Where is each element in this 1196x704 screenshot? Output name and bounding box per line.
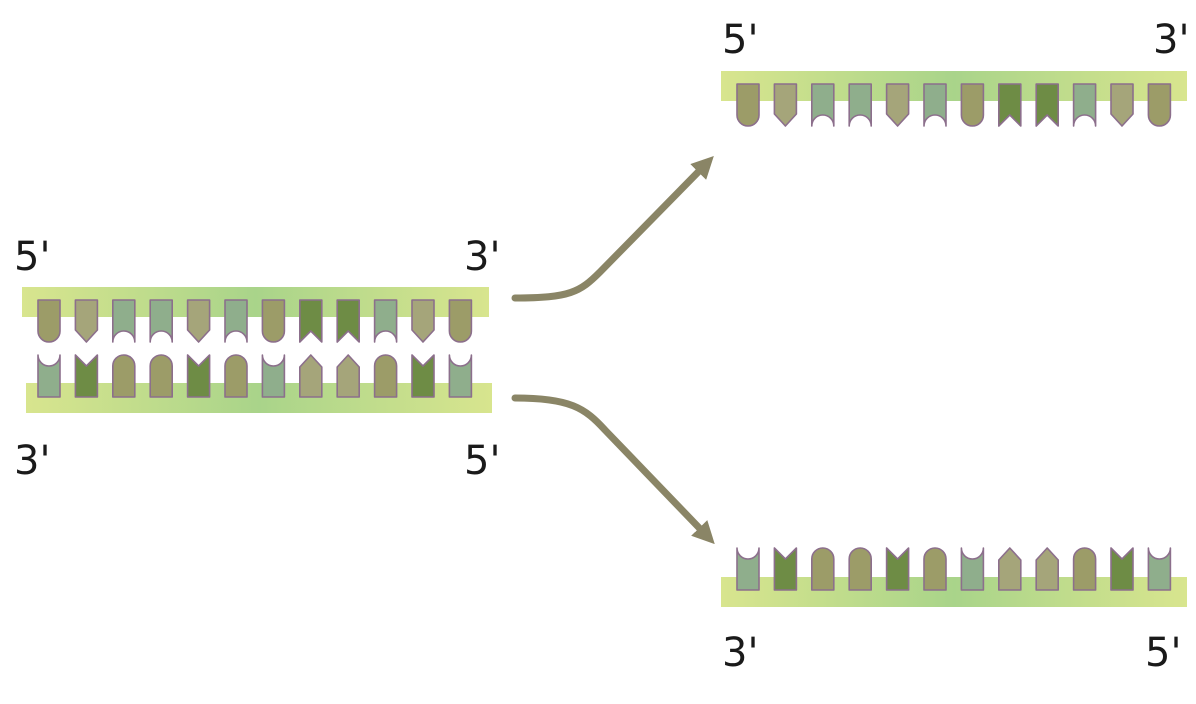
upper-base-v-notch-base-icon: [1035, 83, 1059, 127]
original-top-base-pointed-base-icon: [411, 299, 435, 343]
original-bottom-base-rounded-base-icon: [112, 354, 136, 398]
lower-base-v-notch-base-icon: [1110, 547, 1134, 591]
lower-base-rounded-base-icon: [1072, 547, 1097, 591]
original-top-base-pointed-base-icon: [74, 299, 99, 343]
original-top-base-arched-notch-base-icon: [149, 299, 173, 343]
original-bottom-base-rounded-base-icon: [224, 354, 248, 398]
upper-base-rounded-base-icon: [736, 83, 760, 127]
label-lower-5prime: 5': [1145, 630, 1181, 676]
upper-base-arched-notch-base-icon: [811, 83, 835, 127]
label-original-bottom-3prime: 3': [14, 438, 50, 484]
lower-base-arched-notch-base-icon: [960, 547, 985, 591]
upper-base-arched-notch-base-icon: [848, 83, 872, 127]
label-original-bottom-5prime: 5': [464, 438, 500, 484]
label-original-top-5prime: 5': [14, 234, 50, 280]
original-top-base-rounded-base-icon: [448, 299, 473, 343]
upper-base-v-notch-base-icon: [998, 83, 1022, 127]
upper-base-arched-notch-base-icon: [1072, 83, 1097, 127]
original-top-base-v-notch-base-icon: [336, 299, 360, 343]
original-top-base-v-notch-base-icon: [299, 299, 323, 343]
label-upper-3prime: 3': [1153, 17, 1189, 63]
original-bottom-base-pointed-base-icon: [336, 354, 360, 398]
lower-base-rounded-base-icon: [848, 547, 872, 591]
upper-base-rounded-base-icon: [1147, 83, 1172, 127]
upper-base-pointed-base-icon: [885, 83, 910, 127]
lower-base-v-notch-base-icon: [773, 547, 798, 591]
lower-base-rounded-base-icon: [811, 547, 835, 591]
original-bottom-base-rounded-base-icon: [373, 354, 398, 398]
lower-base-pointed-base-icon: [1035, 547, 1059, 591]
lower-single-strand: [721, 547, 1187, 607]
original-bottom-base-v-notch-base-icon: [411, 354, 435, 398]
original-bottom-base-arched-notch-base-icon: [261, 354, 286, 398]
original-bottom-base-rounded-base-icon: [149, 354, 173, 398]
original-top-base-pointed-base-icon: [186, 299, 211, 343]
lower-base-v-notch-base-icon: [885, 547, 910, 591]
original-top-base-rounded-base-icon: [37, 299, 61, 343]
original-bottom-base-pointed-base-icon: [299, 354, 323, 398]
upper-single-strand: [721, 71, 1187, 127]
original-bottom-base-arched-notch-base-icon: [37, 354, 61, 398]
label-lower-3prime: 3': [722, 630, 758, 676]
lower-arrow: [511, 394, 715, 545]
upper-base-arched-notch-base-icon: [923, 83, 947, 127]
original-top-base-arched-notch-base-icon: [373, 299, 398, 343]
original-top-base-arched-notch-base-icon: [224, 299, 248, 343]
original-top-backbone: [22, 287, 489, 317]
original-bottom-base-v-notch-base-icon: [74, 354, 99, 398]
upper-arrow: [511, 156, 714, 302]
upper-bases: [736, 83, 1172, 127]
upper-base-pointed-base-icon: [1110, 83, 1134, 127]
label-original-top-3prime: 3': [464, 234, 500, 280]
lower-base-rounded-base-icon: [923, 547, 947, 591]
lower-backbone: [721, 577, 1187, 607]
original-top-bases: [37, 299, 473, 343]
lower-base-arched-notch-base-icon: [736, 547, 760, 591]
upper-backbone: [721, 71, 1187, 101]
lower-base-pointed-base-icon: [998, 547, 1022, 591]
lower-bases: [736, 547, 1172, 591]
original-top-base-rounded-base-icon: [261, 299, 286, 343]
label-upper-5prime: 5': [722, 17, 758, 63]
upper-base-rounded-base-icon: [960, 83, 985, 127]
lower-base-arched-notch-base-icon: [1147, 547, 1172, 591]
original-top-base-arched-notch-base-icon: [112, 299, 136, 343]
upper-base-pointed-base-icon: [773, 83, 798, 127]
original-bottom-bases: [37, 354, 473, 398]
original-double-strand: [22, 287, 492, 413]
original-bottom-base-arched-notch-base-icon: [448, 354, 473, 398]
original-bottom-base-v-notch-base-icon: [186, 354, 211, 398]
